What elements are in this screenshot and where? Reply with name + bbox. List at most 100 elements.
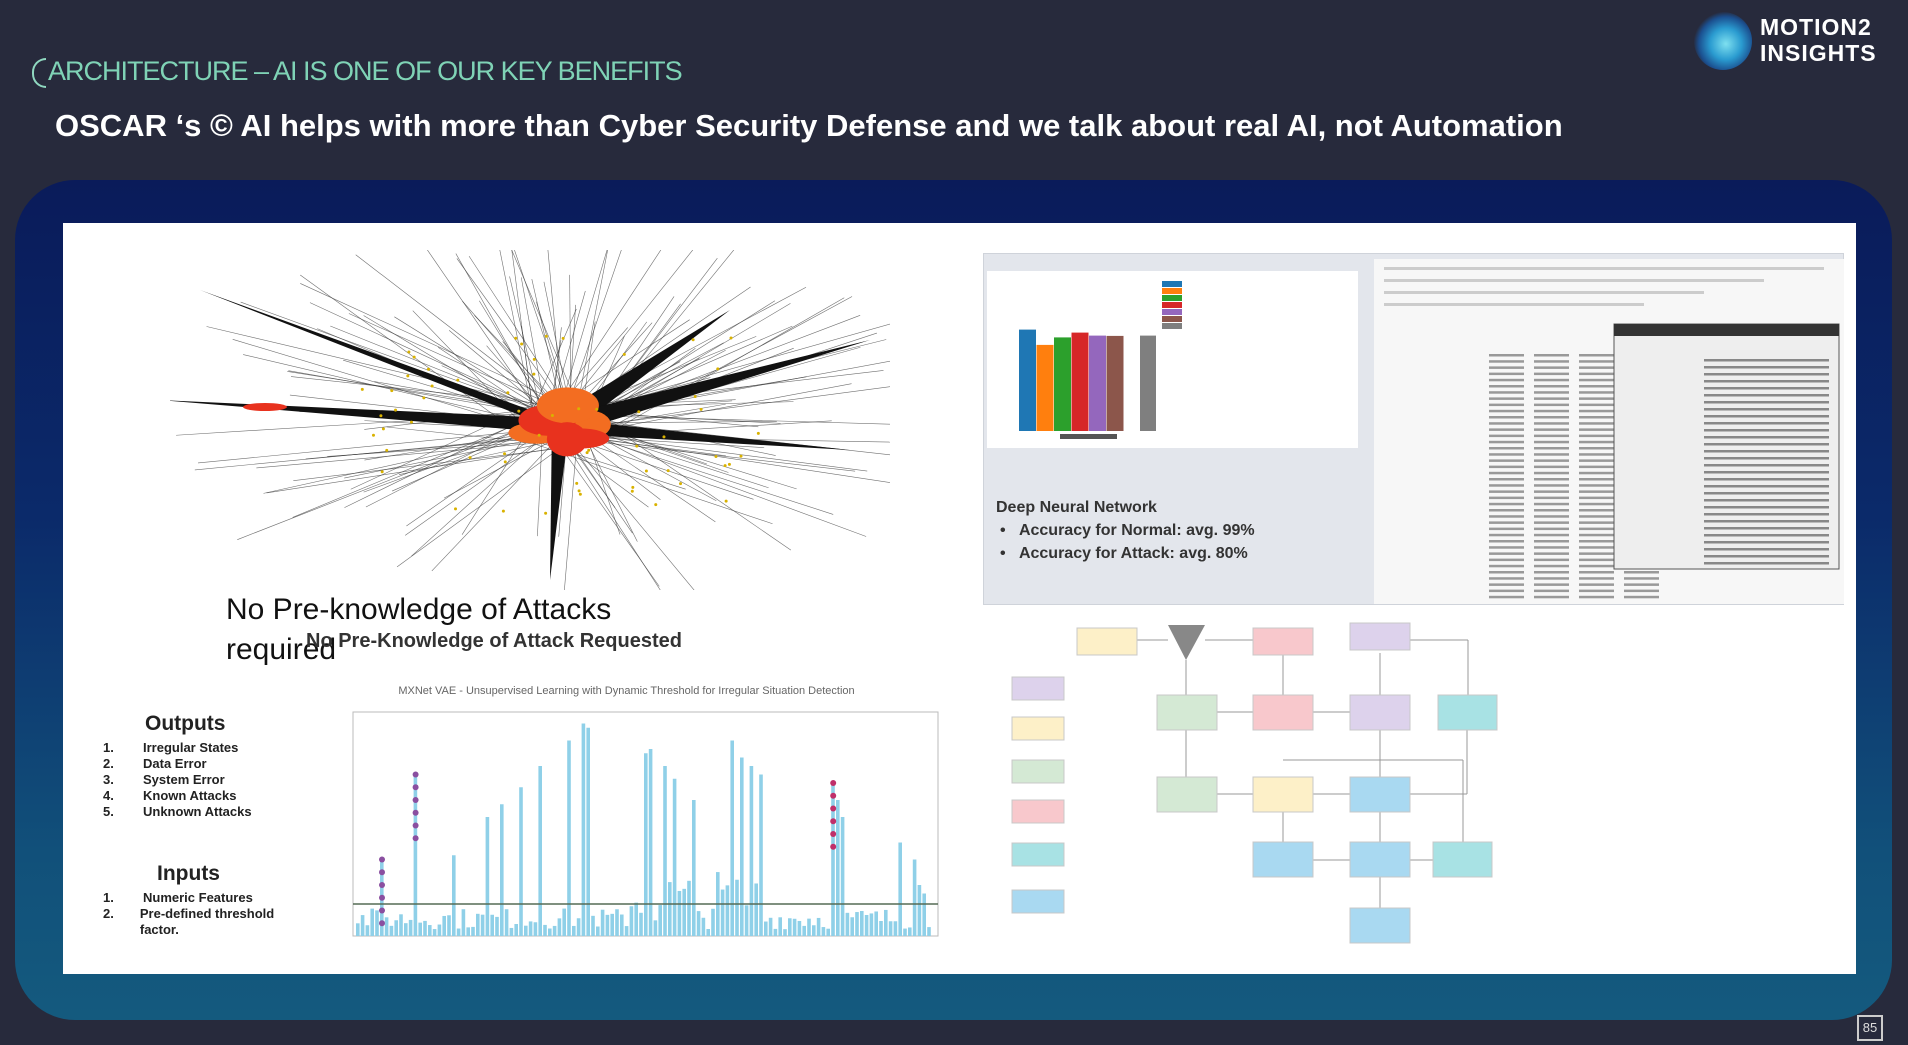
outputs-title: Outputs [145, 712, 226, 735]
table-cell [1579, 521, 1614, 524]
network-node [654, 503, 658, 507]
accuracy-bar [1036, 344, 1054, 431]
anomaly-bar [668, 882, 672, 936]
legend-swatch [1162, 309, 1182, 315]
dialog-row [1704, 394, 1829, 397]
table-cell [1579, 558, 1614, 562]
table-cell [1489, 552, 1524, 555]
anomaly-bar [653, 920, 658, 936]
anomaly-bar [759, 774, 763, 936]
network-node [456, 378, 460, 382]
network-edge [240, 301, 542, 412]
section-kicker: ARCHITECTURE – AI IS ONE OF OUR KEY BENE… [32, 56, 683, 88]
network-node [577, 489, 581, 493]
table-cell [1579, 378, 1614, 382]
dialog-row [1704, 359, 1829, 362]
table-cell [1579, 509, 1614, 512]
network-node [371, 433, 375, 437]
network-node [394, 408, 398, 412]
table-cell [1579, 465, 1614, 469]
anomaly-bar [629, 906, 634, 936]
table-cell [1489, 583, 1524, 586]
anomaly-bar [840, 817, 845, 936]
arc-icon [32, 57, 46, 88]
dialog-row [1704, 415, 1829, 418]
table-cell [1579, 354, 1614, 357]
anomaly-bar [615, 909, 619, 936]
dialog-row [1704, 548, 1829, 551]
flow-node [1252, 627, 1314, 656]
logo-line1: MOTION2 [1760, 14, 1872, 40]
anomaly-marker [830, 818, 837, 825]
flow-node [1156, 776, 1218, 813]
toolbar-line [1384, 303, 1644, 306]
anomaly-marker [830, 843, 837, 850]
anomaly-bar [538, 766, 542, 936]
anomaly-bar [735, 879, 739, 936]
anomaly-bar [884, 909, 888, 936]
network-node [422, 396, 426, 400]
network-node [514, 336, 518, 340]
network-node [585, 451, 589, 455]
table-cell [1489, 496, 1524, 500]
table-cell [1489, 571, 1524, 574]
network-node [380, 470, 384, 474]
network-node [454, 507, 458, 511]
network-node [468, 456, 472, 460]
slide-headline: OSCAR ‘s © AI helps with more than Cyber… [55, 108, 1563, 143]
dialog-row [1704, 443, 1829, 446]
anomaly-bar [922, 893, 926, 936]
table-cell [1534, 372, 1569, 376]
table-cell [1579, 552, 1614, 555]
anomaly-bar [869, 913, 874, 936]
anomaly-bar [845, 912, 850, 936]
network-edge [511, 250, 582, 414]
table-cell [1534, 478, 1569, 481]
anomaly-bar [802, 925, 806, 936]
anomaly-bar [639, 912, 643, 936]
network-edge [456, 258, 567, 411]
anomaly-bar [428, 925, 432, 936]
anomaly-marker [830, 792, 837, 799]
flow-node [1349, 841, 1411, 878]
dnn-results-panel: Deep Neural Network • Accuracy for Norma… [983, 253, 1844, 605]
dialog-row [1704, 387, 1829, 390]
network-edge [588, 445, 638, 542]
table-cell [1534, 540, 1569, 543]
anomaly-bar [644, 753, 648, 936]
anomaly-bar [701, 917, 706, 936]
list-item: 5.Unknown Attacks [103, 804, 252, 819]
network-edge [588, 300, 776, 419]
dialog-row [1704, 527, 1829, 530]
table-cell [1579, 447, 1614, 450]
vae-anomaly-chart [352, 711, 939, 937]
axis-label-box [1060, 434, 1117, 439]
flow-node [1011, 842, 1065, 867]
network-node [506, 391, 510, 395]
dialog-row [1704, 450, 1829, 453]
table-cell [1579, 502, 1614, 506]
network-node [503, 460, 507, 464]
network-node [381, 427, 385, 431]
dnn-item: • Accuracy for Normal: avg. 99% [1000, 522, 1255, 539]
table-cell [1489, 478, 1524, 481]
legend-swatch [1162, 288, 1182, 294]
network-node [666, 469, 670, 473]
table-cell [1489, 378, 1524, 382]
anomaly-bar [528, 921, 533, 936]
table-cell [1534, 546, 1569, 549]
anomaly-bar [788, 918, 792, 936]
table-cell [1489, 564, 1524, 568]
anomaly-bar [552, 925, 557, 936]
table-cell [1534, 515, 1569, 518]
table-cell [1534, 385, 1569, 388]
table-cell [1489, 403, 1524, 407]
network-node [517, 409, 521, 413]
anomaly-bar [855, 912, 859, 936]
flow-node [1156, 694, 1218, 731]
anomaly-bar [634, 902, 638, 936]
flow-node [1349, 622, 1411, 651]
dialog-row [1704, 562, 1829, 565]
anomaly-bar [672, 778, 677, 936]
anomaly-marker [412, 784, 419, 791]
